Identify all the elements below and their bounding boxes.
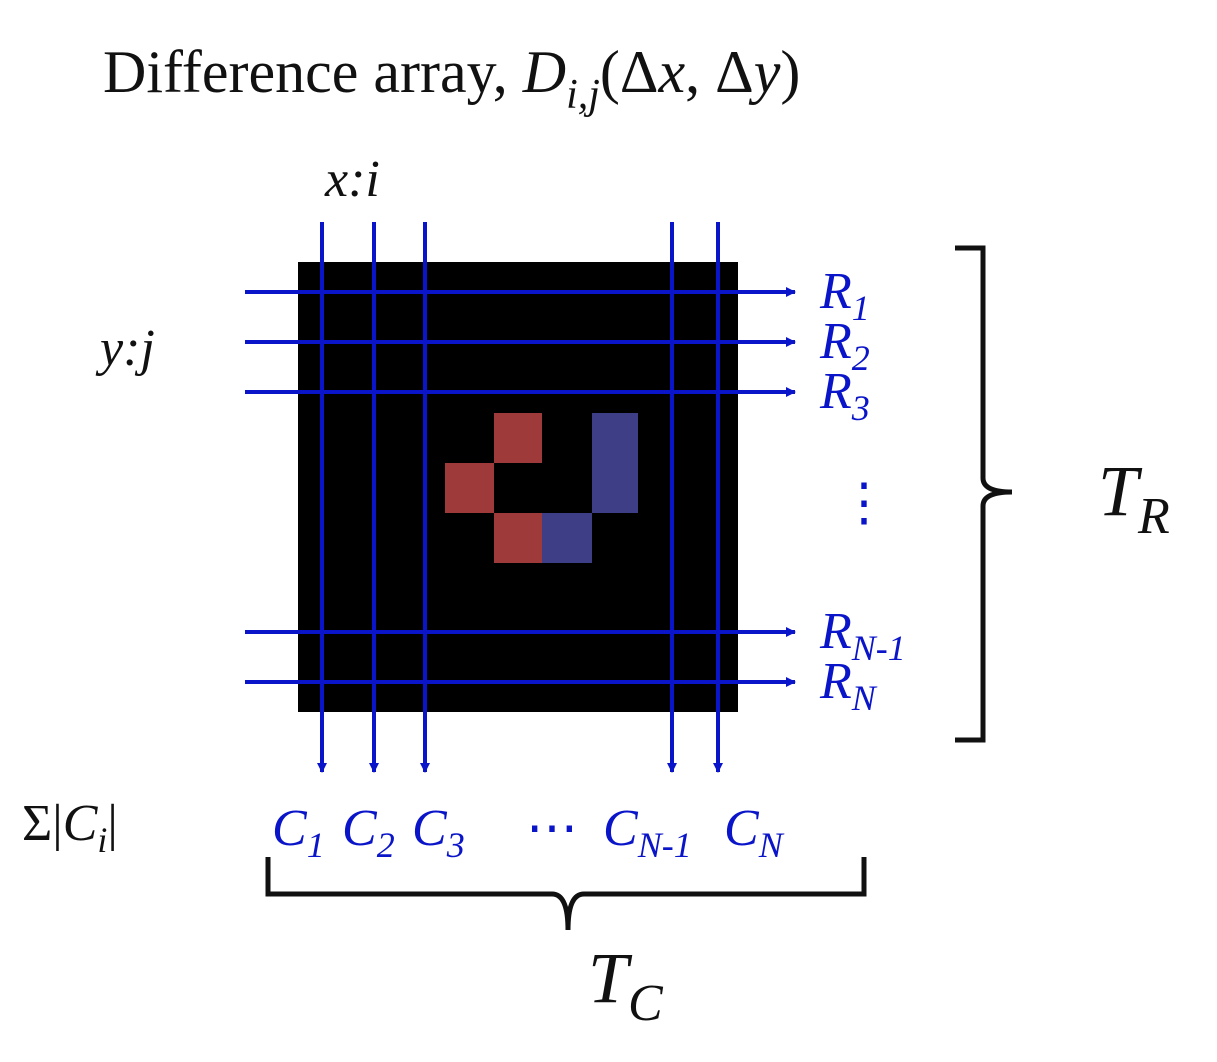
positive-difference-cell bbox=[494, 513, 542, 563]
title-args-close: ) bbox=[780, 39, 800, 105]
diagram-title: Difference array, Di,j(Δx, Δy) bbox=[103, 39, 800, 118]
row-label-1: R1 bbox=[819, 263, 870, 328]
row-label-n: RN bbox=[819, 653, 878, 718]
title-symbol: D bbox=[522, 39, 566, 105]
row-label-n-1: RN-1 bbox=[819, 603, 906, 668]
column-label-n: CN bbox=[724, 800, 785, 865]
column-ellipsis: ⋯ bbox=[526, 800, 578, 857]
title-delta-2: Δ bbox=[715, 39, 754, 105]
column-total-label: TC bbox=[588, 938, 664, 1032]
positive-difference-cell bbox=[445, 463, 494, 513]
column-label-2: C2 bbox=[342, 800, 395, 865]
column-label-1: C1 bbox=[272, 800, 325, 865]
column-sum-label: Σ|Ci| bbox=[22, 795, 118, 860]
row-label-3: R3 bbox=[819, 363, 870, 428]
row-ellipsis: ⋮ bbox=[838, 475, 890, 532]
y-axis-label: y:j bbox=[95, 320, 155, 377]
positive-difference-cell bbox=[494, 413, 542, 463]
column-label-3: C3 bbox=[412, 800, 465, 865]
title-prefix: Difference array, bbox=[103, 39, 523, 105]
row-total-brace bbox=[955, 245, 1013, 743]
row-label-2: R2 bbox=[819, 313, 870, 378]
column-total-brace bbox=[265, 857, 867, 931]
row-arrows bbox=[245, 287, 796, 687]
column-arrows bbox=[317, 222, 723, 773]
negative-difference-cell bbox=[542, 513, 592, 563]
title-delta-1: Δ bbox=[620, 39, 659, 105]
title-var-2: y bbox=[748, 39, 781, 105]
title-args-open: ( bbox=[600, 39, 620, 105]
row-total-label: TR bbox=[1098, 451, 1170, 545]
x-axis-label: x:i bbox=[324, 151, 380, 208]
negative-difference-cell bbox=[592, 413, 638, 513]
title-subscript: i,j bbox=[566, 72, 600, 118]
column-label-n-1: CN-1 bbox=[603, 800, 692, 865]
title-comma: , bbox=[685, 39, 715, 105]
difference-array bbox=[298, 262, 738, 712]
title-var-1: x bbox=[657, 39, 685, 105]
